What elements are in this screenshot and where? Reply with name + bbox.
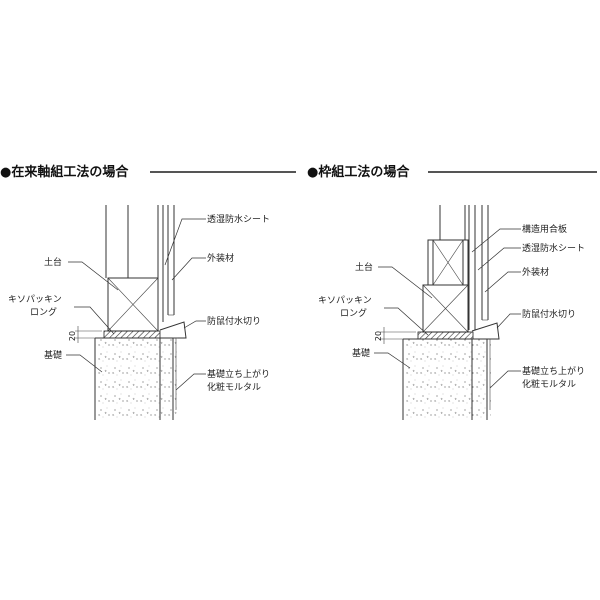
label-siding: 外装材 xyxy=(522,266,549,278)
dimension-20: 20 xyxy=(68,326,102,343)
panel-title: ●枠組工法の場合 xyxy=(307,164,410,180)
panel-frame: ●枠組工法の場合 xyxy=(307,164,597,420)
svg-text:20: 20 xyxy=(374,331,383,341)
flashing xyxy=(159,321,187,339)
label-moisture-sheet: 透湿防水シート xyxy=(207,213,270,225)
panel-title: ●在来軸組工法の場合 xyxy=(0,164,129,180)
label-flashing: 防鼠付水切り xyxy=(207,315,261,327)
wall-studs xyxy=(439,205,489,330)
wall-studs xyxy=(105,205,175,322)
label-foundation: 基礎 xyxy=(352,347,370,359)
label-packing-2: ロング xyxy=(340,307,367,319)
label-sill: 土台 xyxy=(355,261,373,273)
label-mortar-1: 基礎立ち上がり xyxy=(522,365,585,377)
bottom-plate xyxy=(427,239,469,286)
panel-conventional: ●在来軸組工法の場合 xyxy=(0,164,296,420)
dimension-20: 20 xyxy=(374,327,416,344)
label-plywood: 構造用合板 xyxy=(522,223,567,235)
svg-text:20: 20 xyxy=(68,331,77,341)
label-mortar-2: 化粧モルタル xyxy=(522,378,576,390)
label-sill: 土台 xyxy=(44,256,62,268)
foundation-wall xyxy=(402,338,491,420)
sill-timber xyxy=(422,284,469,333)
label-packing-2: ロング xyxy=(30,306,57,318)
label-mortar-1: 基礎立ち上がり xyxy=(207,368,270,380)
label-foundation: 基礎 xyxy=(44,349,62,361)
label-moisture-sheet: 透湿防水シート xyxy=(522,242,585,254)
foundation-wall xyxy=(94,337,178,420)
label-flashing: 防鼠付水切り xyxy=(522,308,576,320)
sill-timber xyxy=(107,277,159,332)
flashing xyxy=(471,322,500,340)
label-siding: 外装材 xyxy=(207,252,234,264)
label-packing-1: キソパッキン xyxy=(8,294,62,305)
label-mortar-2: 化粧モルタル xyxy=(207,381,261,393)
label-packing-1: キソパッキン xyxy=(318,295,372,306)
